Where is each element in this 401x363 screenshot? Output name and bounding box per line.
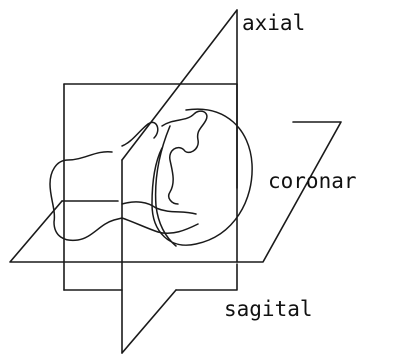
brain-outline [50,109,252,246]
coronar-label: coronar [268,169,357,193]
coronal-plane [64,84,237,290]
axial-label: axial [242,11,305,35]
sagittal-plane-bottom-edge [122,290,176,353]
brain-top-contour [122,122,158,146]
sagittal-plane-top-edge [122,10,237,160]
brain-left-lobe [50,152,122,241]
brain-crease [162,111,207,204]
sagital-label: sagital [224,297,313,321]
brain-lower-fold [122,202,196,214]
sagittal-plane [122,10,237,353]
coronal-plane-right-edge-lower [176,264,237,290]
